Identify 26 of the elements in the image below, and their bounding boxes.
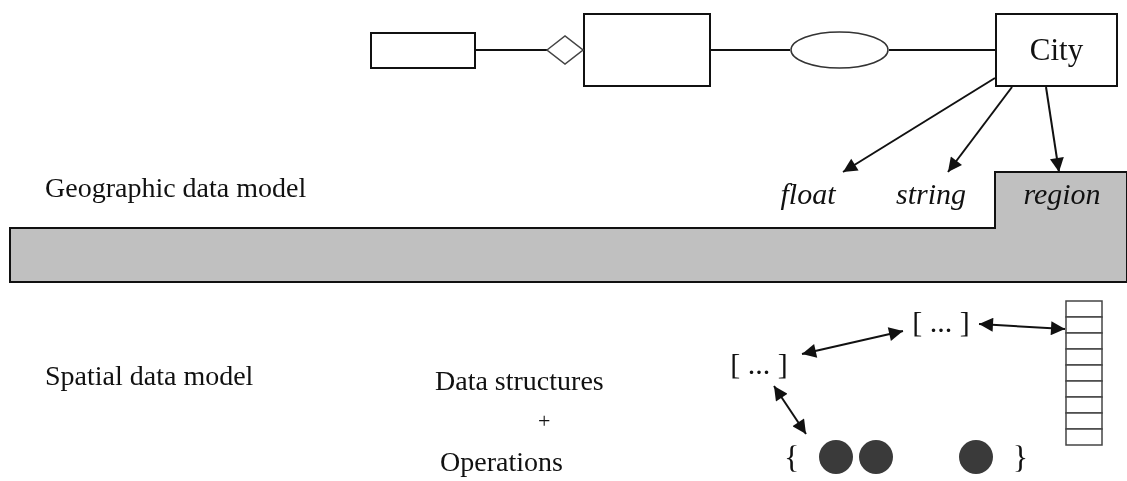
- entity-box: City: [995, 13, 1118, 87]
- concept-text: +: [538, 408, 551, 434]
- arrow: [842, 77, 996, 173]
- arrow: [1045, 86, 1064, 173]
- layer-title: Geographic data model: [45, 172, 307, 204]
- aggregation-line: [475, 35, 584, 65]
- attribute-type-label: float: [772, 172, 844, 216]
- connector-line: [710, 49, 791, 51]
- attribute-type-label: string: [888, 172, 974, 216]
- entity-box: [370, 32, 476, 69]
- relationship-ellipse: [790, 31, 889, 69]
- entity-box: [583, 13, 711, 87]
- brace: {: [784, 438, 800, 476]
- double-arrow: [773, 385, 807, 435]
- concept-text: Operations: [440, 446, 563, 478]
- arrow: [947, 86, 1013, 173]
- concept-text: Data structures: [435, 365, 604, 397]
- layer-title: Spatial data model: [45, 360, 254, 392]
- array-notation: [ ... ]: [716, 342, 802, 386]
- storage-stack-drawing: [1065, 300, 1103, 446]
- attribute-type-label: region: [1012, 172, 1112, 216]
- array-notation: [ ... ]: [903, 300, 979, 344]
- double-arrow: [801, 327, 904, 358]
- brace: }: [1012, 438, 1028, 476]
- double-arrow: [978, 317, 1066, 336]
- connector-line: [888, 49, 996, 51]
